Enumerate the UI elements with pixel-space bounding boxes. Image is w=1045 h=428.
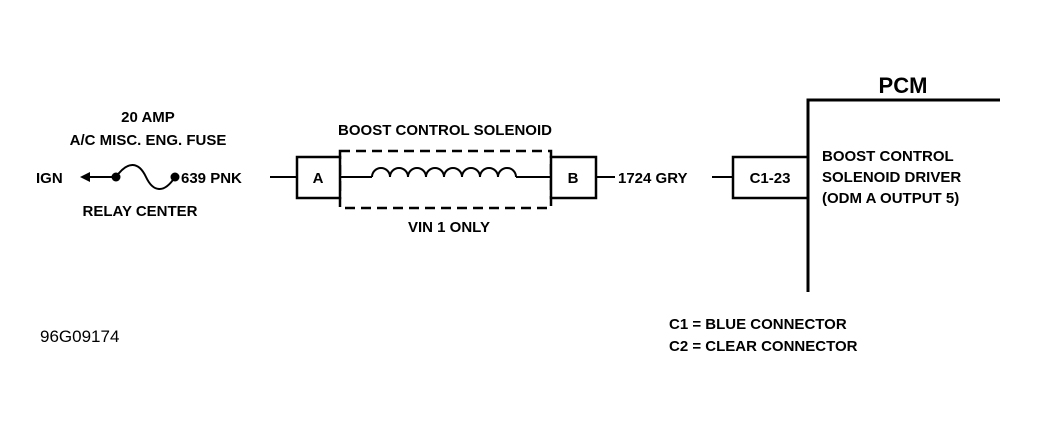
driver-line-2: SOLENOID DRIVER xyxy=(822,169,961,186)
driver-line-1: BOOST CONTROL xyxy=(822,148,954,165)
ign-label: IGN xyxy=(36,170,63,187)
connector-c1-23: C1-23 xyxy=(731,155,810,200)
legend-c2: C2 = CLEAR CONNECTOR xyxy=(669,338,858,355)
pcm-outline xyxy=(806,98,1000,292)
vin-note: VIN 1 ONLY xyxy=(408,219,490,236)
coil-icon xyxy=(340,167,551,178)
solenoid-housing xyxy=(338,149,553,210)
driver-line-3: (ODM A OUTPUT 5) xyxy=(822,190,959,207)
connector-label: C1-23 xyxy=(750,170,791,187)
wire-1724-gry-label: 1724 GRY xyxy=(618,170,688,187)
terminal-a-label: A xyxy=(313,170,324,187)
terminal-b: B xyxy=(549,155,598,200)
legend-c1: C1 = BLUE CONNECTOR xyxy=(669,316,847,333)
relay-center-label: RELAY CENTER xyxy=(82,203,197,220)
fuse-icon xyxy=(111,164,180,190)
terminal-a: A xyxy=(295,155,342,200)
terminal-b-label: B xyxy=(568,170,579,187)
fuse-name: A/C MISC. ENG. FUSE xyxy=(70,132,227,149)
fuse-rating: 20 AMP xyxy=(121,109,175,126)
solenoid-title: BOOST CONTROL SOLENOID xyxy=(338,122,552,139)
figure-id: 96G09174 xyxy=(40,327,119,346)
ign-arrow-icon xyxy=(80,172,113,182)
pcm-title: PCM xyxy=(879,73,928,98)
wire-639-pnk-label: 639 PNK xyxy=(181,170,242,187)
